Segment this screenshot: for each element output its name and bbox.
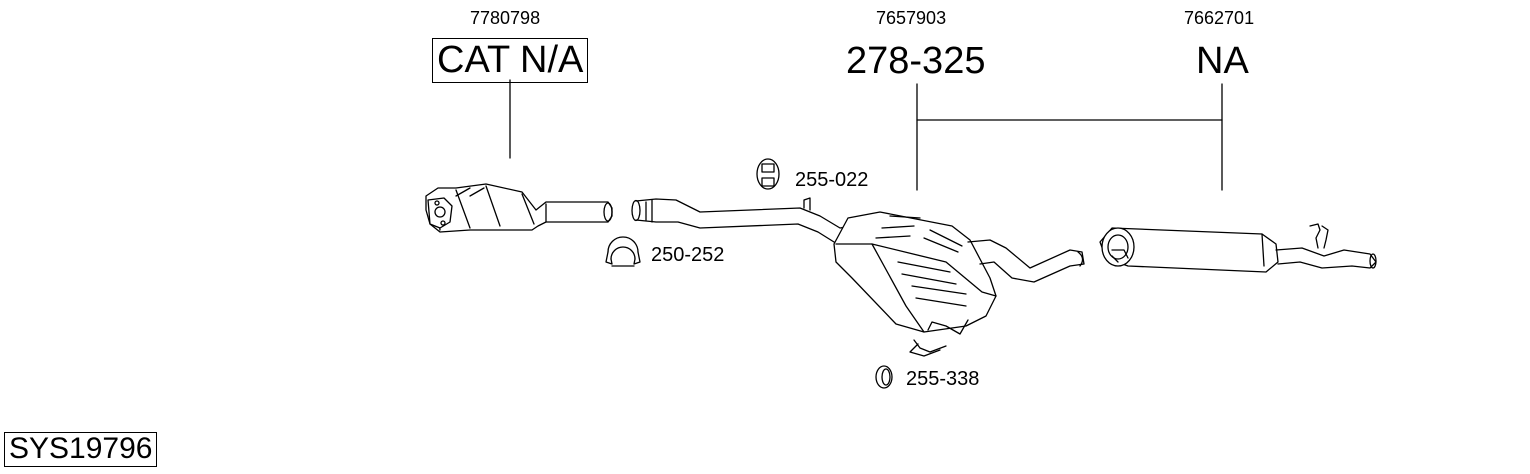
part-code-center-silencer[interactable]: 278-325: [846, 40, 986, 82]
center-silencer-drawing[interactable]: [833, 211, 1085, 357]
accessory-code-clamp[interactable]: 250-252: [651, 244, 725, 266]
system-number-badge: SYS19796: [4, 432, 158, 467]
intermediate-pipe-drawing[interactable]: [631, 197, 853, 243]
leader-lines: [509, 79, 1223, 191]
part-code-rear-silencer[interactable]: NA: [1196, 40, 1249, 82]
rear-silencer-drawing[interactable]: [1099, 223, 1377, 273]
pipe-clamp-icon[interactable]: [605, 236, 641, 267]
accessory-code-ring[interactable]: 255-338: [906, 368, 980, 390]
oem-number-catalyst: 7780798: [470, 8, 541, 28]
accessory-code-hanger[interactable]: 255-022: [795, 169, 869, 191]
rubber-hanger-icon[interactable]: [756, 158, 780, 190]
catalyst-drawing[interactable]: [425, 183, 613, 233]
oem-number-center-silencer: 7657903: [876, 8, 947, 28]
part-code-catalyst[interactable]: CAT N/A: [432, 38, 589, 83]
sealing-ring-icon[interactable]: [875, 365, 893, 389]
oem-number-rear-silencer: 7662701: [1184, 8, 1255, 28]
